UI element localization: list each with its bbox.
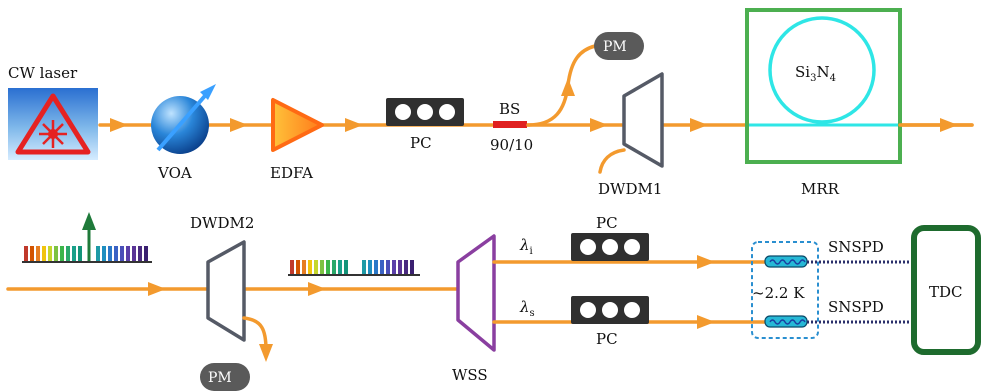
arrow-head bbox=[230, 118, 248, 132]
pm-bottom-label: PM bbox=[208, 370, 232, 386]
arrow-head bbox=[590, 118, 608, 132]
edfa-label: EDFA bbox=[270, 164, 313, 182]
spectrum-comb-icon bbox=[288, 260, 420, 276]
arrow-head bbox=[148, 282, 166, 296]
power-meter-top: PM bbox=[594, 32, 644, 60]
dwdm1-pump-fiber bbox=[598, 148, 626, 174]
snspd-detector-icon bbox=[764, 315, 808, 328]
mrr-label: MRR bbox=[801, 180, 840, 198]
arrow-head bbox=[110, 118, 128, 132]
spectrum-comb-icon bbox=[22, 212, 152, 263]
wss-label: WSS bbox=[452, 366, 488, 384]
arrow-head bbox=[308, 282, 326, 296]
dwdm1-label: DWDM1 bbox=[598, 180, 662, 198]
arrow-head bbox=[345, 118, 363, 132]
voa-label: VOA bbox=[157, 164, 192, 182]
tdc-box bbox=[911, 225, 981, 355]
beam-splitter bbox=[493, 121, 527, 128]
mrr-chip-frame bbox=[745, 8, 902, 164]
bs-label: BS bbox=[499, 100, 520, 118]
polarization-controller-icon bbox=[571, 233, 649, 261]
dwdm1-filter bbox=[622, 72, 664, 168]
microring bbox=[768, 16, 876, 124]
edfa-triangle-icon bbox=[271, 98, 324, 152]
power-meter-bottom: PM bbox=[200, 363, 250, 391]
polarization-controller-icon bbox=[386, 98, 464, 126]
laser-hazard-icon bbox=[8, 88, 98, 160]
cw-laser-label: CW laser bbox=[8, 64, 78, 82]
voa-sphere-icon bbox=[151, 84, 216, 154]
arrow-head bbox=[259, 344, 273, 362]
pc-signal-label: PC bbox=[596, 330, 618, 348]
snspd-bottom-label: SNSPD bbox=[828, 298, 884, 316]
dwdm2-label: DWDM2 bbox=[190, 214, 254, 232]
pm-top-label: PM bbox=[603, 39, 627, 55]
pc-top-label: PC bbox=[410, 134, 432, 152]
bs-ratio-label: 90/10 bbox=[490, 136, 533, 154]
arrow-head bbox=[690, 118, 708, 132]
chip-material-label: Si3N4 bbox=[795, 63, 836, 84]
lambda-idler-label: λi bbox=[519, 236, 533, 257]
pc-idler-label: PC bbox=[596, 214, 618, 232]
dwdm2-filter bbox=[206, 240, 246, 342]
wss-filter bbox=[456, 234, 496, 352]
tdc-label: TDC bbox=[929, 283, 963, 301]
snspd-top-label: SNSPD bbox=[828, 238, 884, 256]
arrow-head bbox=[561, 78, 575, 96]
temperature-label: ~2.2 K bbox=[752, 284, 805, 302]
polarization-controller-icon bbox=[571, 296, 649, 324]
cryostat-box bbox=[751, 241, 819, 339]
arrow-head bbox=[697, 315, 715, 329]
lambda-signal-label: λs bbox=[519, 298, 535, 319]
tap-fiber bbox=[526, 44, 597, 127]
arrow-head bbox=[697, 255, 715, 269]
snspd-detector-icon bbox=[764, 255, 808, 268]
